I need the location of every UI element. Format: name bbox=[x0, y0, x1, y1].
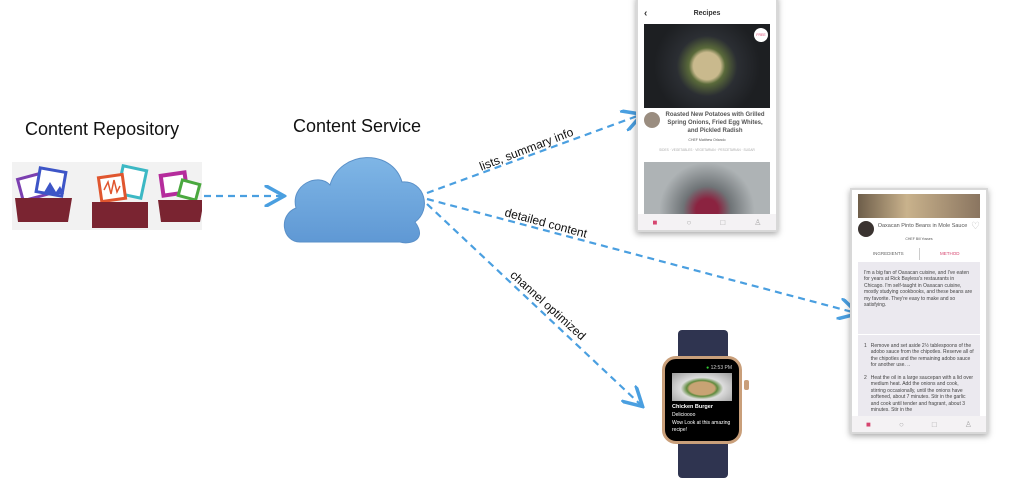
tab-method[interactable]: METHOD bbox=[940, 250, 960, 256]
profile-icon[interactable]: ♙ bbox=[964, 419, 972, 429]
free-badge: FREE bbox=[754, 28, 768, 42]
chef-name: CHEF Bill Yosses bbox=[905, 237, 933, 241]
watch-time: 12:53 PM bbox=[710, 365, 732, 371]
cloud-icon bbox=[283, 157, 425, 244]
heart-icon[interactable]: ♡ bbox=[971, 221, 980, 232]
watch-subtitle: Delicioooo bbox=[672, 412, 696, 418]
watch-crown bbox=[744, 380, 749, 390]
bag-icon[interactable]: □ bbox=[931, 419, 937, 429]
home-icon[interactable]: ■ bbox=[652, 217, 658, 227]
watch-text: Wow Look at this amazing recipe! bbox=[672, 420, 731, 433]
tab-ingredients[interactable]: INGREDIENTS bbox=[858, 247, 920, 260]
recipe-image[interactable]: FREE bbox=[644, 24, 770, 108]
chef-name: CHEF Matthew Orlando bbox=[688, 138, 726, 143]
profile-icon[interactable]: ♙ bbox=[754, 217, 762, 227]
recipe-image bbox=[858, 194, 980, 218]
audio-folder-icon bbox=[92, 164, 149, 228]
search-icon[interactable]: ○ bbox=[686, 217, 692, 227]
recipe-tags: SIDES · VEGETABLES · VEGETARIAN · PESCET… bbox=[659, 147, 755, 152]
image-folder-icon bbox=[15, 166, 72, 222]
burger-image bbox=[672, 373, 732, 401]
watch-title: Chicken Burger bbox=[672, 404, 713, 410]
recipe-intro: I'm a big fan of Oaxacan cuisine, and I'… bbox=[864, 269, 973, 309]
screen-title: Recipes bbox=[693, 10, 721, 17]
service-title: Content Service bbox=[293, 116, 422, 136]
home-icon[interactable]: ■ bbox=[866, 419, 871, 429]
video-folder-icon bbox=[158, 170, 204, 222]
back-icon[interactable]: ‹ bbox=[644, 8, 648, 19]
search-icon[interactable]: ○ bbox=[898, 419, 904, 429]
watch-band-top bbox=[678, 330, 728, 360]
chef-avatar bbox=[644, 112, 660, 128]
tab-bar: ■ ○ □ ♙ bbox=[638, 214, 776, 230]
recipe-title: Oaxacan Pinto Beans in Mole Sauce bbox=[877, 223, 968, 229]
recipe-image-2[interactable] bbox=[644, 162, 770, 223]
bag-icon[interactable]: □ bbox=[720, 217, 726, 227]
arrow-channel bbox=[426, 203, 641, 405]
repository-title: Content Repository bbox=[25, 119, 180, 139]
arrow-detailed bbox=[426, 197, 856, 313]
phone-recipe-list: ‹ Recipes FREE Roasted New Potatoes with… bbox=[636, 0, 778, 232]
tab-bar: ■ ○ □ ♙ bbox=[852, 416, 986, 432]
content-repository bbox=[12, 162, 204, 230]
chef-avatar bbox=[858, 221, 874, 237]
watch-band-bottom bbox=[678, 440, 728, 478]
arrow-lists bbox=[426, 115, 640, 195]
phone-recipe-detail: Oaxacan Pinto Beans in Mole Sauce ♡ CHEF… bbox=[850, 188, 988, 434]
smartwatch: ● 12:53 PM Chicken Burger Delicioooo Wow… bbox=[662, 356, 742, 444]
recipe-title[interactable]: Roasted New Potatoes with Grilled Spring… bbox=[665, 112, 765, 134]
